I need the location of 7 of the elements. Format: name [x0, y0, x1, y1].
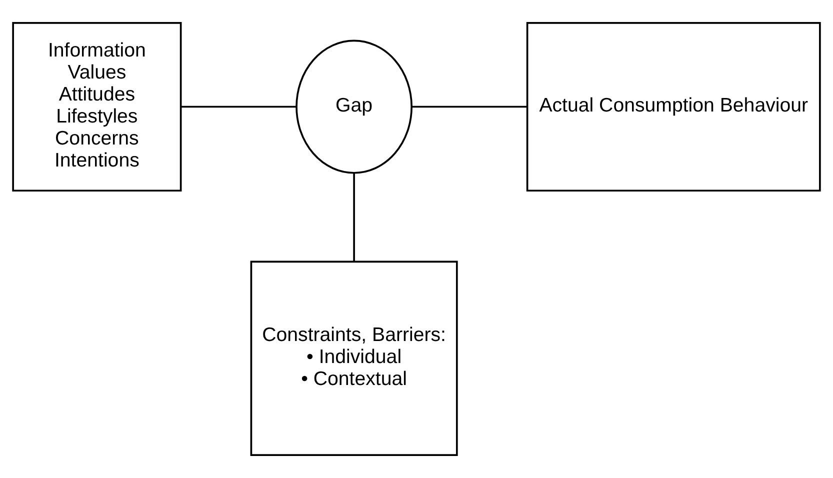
- connector: [353, 173, 355, 262]
- node-ellipse: Gap: [296, 40, 413, 174]
- connector: [181, 106, 296, 108]
- node-box: Information Values Attitudes Lifestyles Concerns Intentions: [12, 22, 182, 192]
- node-box: Constraints, Barriers: • Individual • Contextual: [250, 260, 458, 456]
- connector: [412, 106, 527, 108]
- node-box: Actual Consumption Behaviour: [526, 22, 821, 192]
